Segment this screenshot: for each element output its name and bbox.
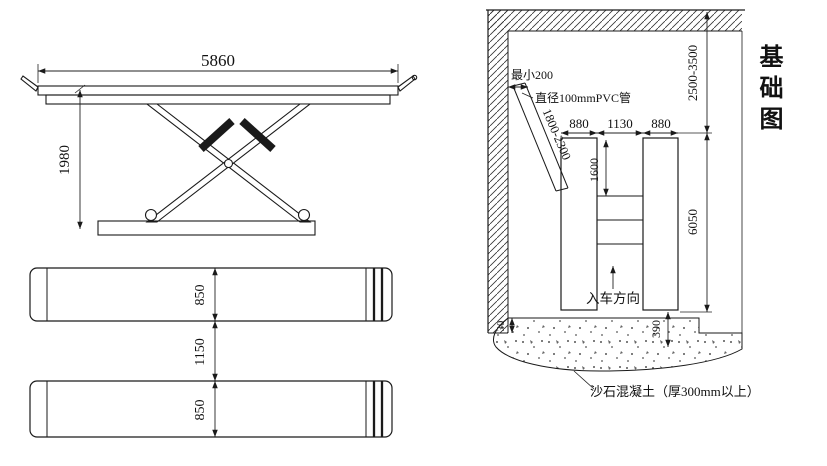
platform-frame [45, 94, 391, 105]
right-ramp-flap [397, 75, 416, 92]
dim-pad-left-width: 880 [569, 116, 589, 131]
foundation-plan-title: 基础图 [755, 44, 781, 137]
dim-inner-span: 1600 [587, 158, 601, 182]
platform-deck [37, 85, 399, 96]
left-ramp-flap [20, 75, 39, 92]
dim-pit-length: 6050 [685, 209, 700, 235]
top-view-dimensions: 850 1150 850 [193, 268, 218, 437]
base-frame [97, 220, 316, 236]
ramp-hinge-icon [411, 74, 418, 81]
dim-platform-width-bottom: 850 [193, 400, 208, 421]
side-view-dimensions: 5860 1980 [37, 51, 399, 229]
roller [144, 208, 158, 222]
wall-hatch-left [488, 10, 508, 333]
dim-platform-width-top: 850 [193, 285, 208, 306]
platform-top-view [29, 267, 393, 438]
label-concrete-note: 沙石混凝土（厚300mm以上） [590, 384, 760, 399]
dim-slab-depth: 390 [649, 320, 663, 338]
platform-bottom [29, 380, 393, 438]
scissor-pivot [223, 158, 234, 169]
label-pvc-pipe: 直径100mmPVC管 [535, 90, 631, 105]
concrete-section [493, 317, 743, 372]
platform-top [29, 267, 393, 322]
dim-overall-width: 5860 [201, 51, 235, 70]
dim-platform-gap: 1150 [193, 338, 208, 365]
label-min-clearance: 最小200 [511, 68, 553, 82]
roller [297, 208, 311, 222]
dim-step-depth: 30 [496, 321, 507, 332]
foundation-pad-right [642, 137, 679, 311]
dim-lift-height: 1980 [57, 145, 73, 175]
dim-pit-depth-range: 2500-3500 [685, 45, 700, 101]
side-view [20, 74, 418, 236]
hydraulic-cylinder [239, 118, 276, 152]
foundation-plan: 2500-3500 6050 880 1130 880 1600 最小200 直… [486, 9, 760, 399]
hydraulic-cylinder [198, 118, 235, 152]
wall-hatch-top [488, 10, 742, 31]
dim-pad-right-width: 880 [651, 116, 671, 131]
dim-pad-center-gap: 1130 [607, 116, 633, 131]
label-entry-direction: 入车方向 [586, 290, 640, 306]
